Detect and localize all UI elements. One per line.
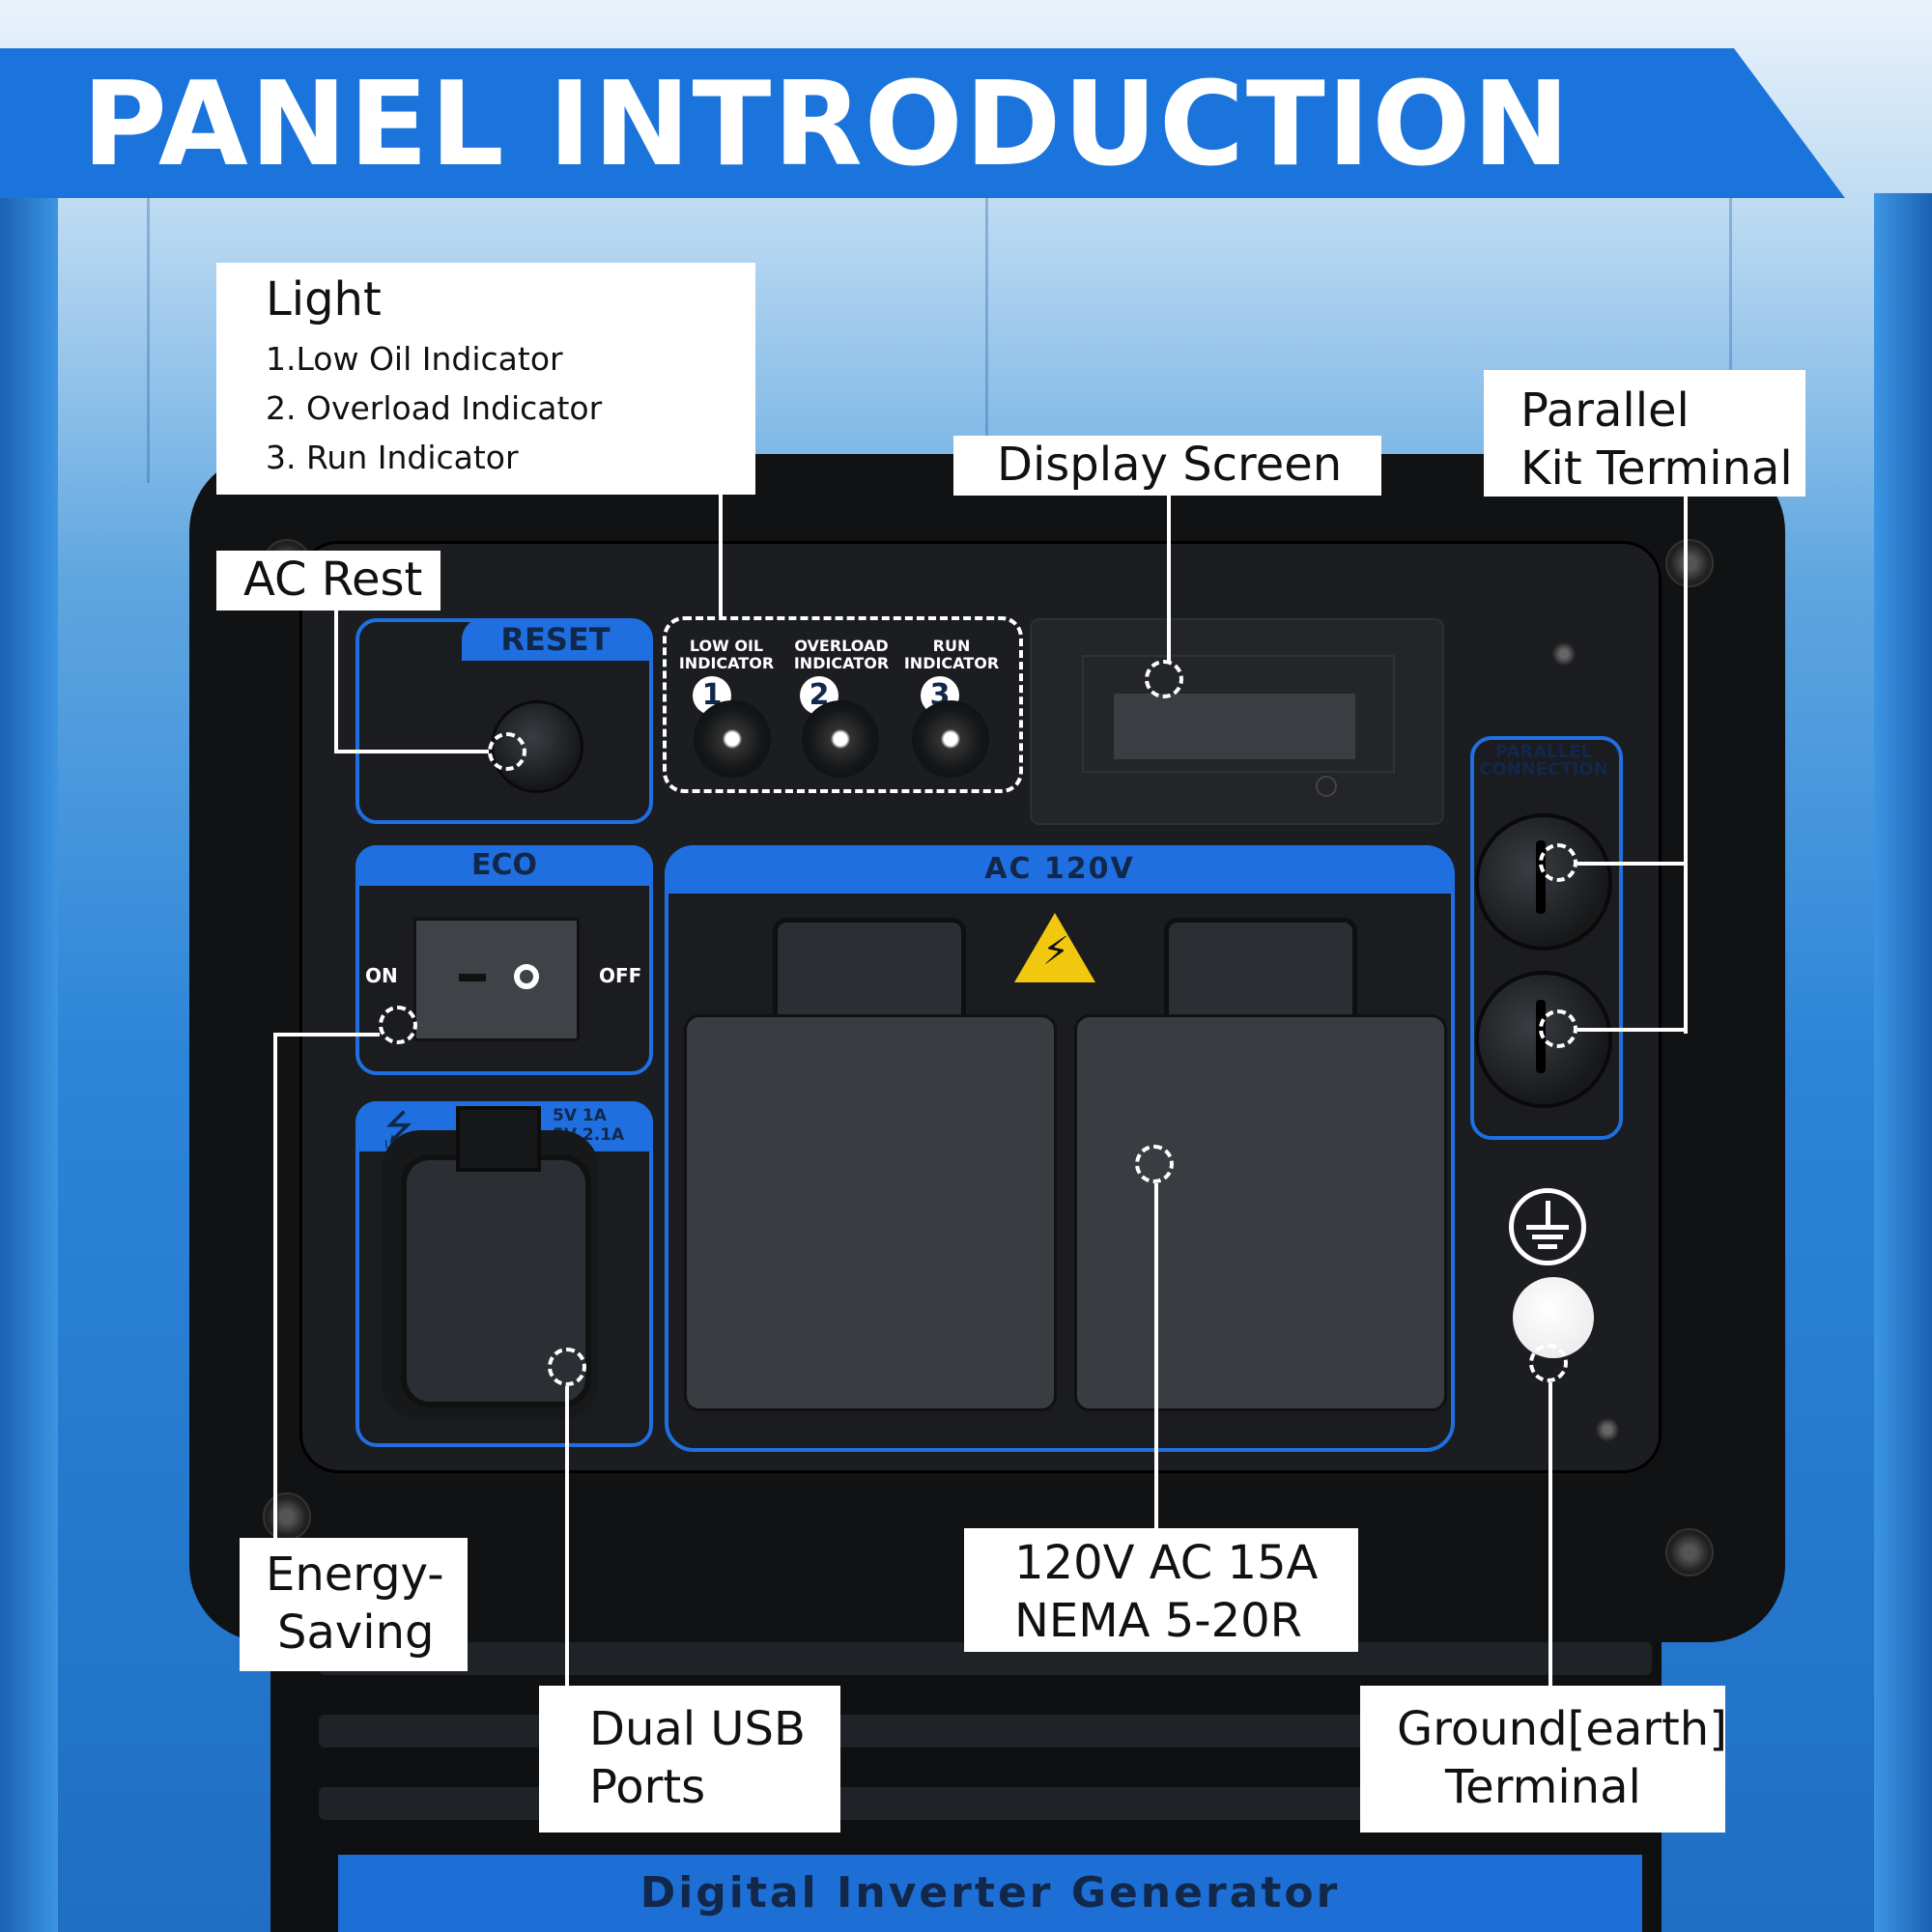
parallel-terminal-1[interactable]: [1475, 813, 1612, 951]
callout-light-item: 3. Run Indicator: [266, 439, 519, 476]
leader-line: [334, 750, 489, 753]
callout-light-item: 2. Overload Indicator: [266, 389, 603, 427]
indicator-group: [663, 616, 1023, 793]
generator-side-right: [1874, 193, 1932, 1932]
display-screen-bezel: [1082, 655, 1395, 773]
callout-dual-usb-line2: Ports: [589, 1760, 706, 1814]
switch-off-label: OFF: [599, 964, 642, 987]
title-banner: [0, 48, 1845, 198]
screw-icon: [1665, 1528, 1714, 1577]
callout-ground-line1: Ground[earth]: [1397, 1702, 1727, 1756]
leader-line: [1167, 493, 1171, 662]
target-marker-display: [1145, 660, 1183, 698]
screw-icon: [1665, 539, 1714, 587]
ac-outlet-cover-right[interactable]: [1074, 1014, 1447, 1411]
callout-display-screen: Display Screen: [953, 436, 1381, 496]
eco-label: ECO: [355, 845, 653, 886]
callout-ac-reset: AC Rest: [216, 551, 440, 611]
callout-ac-outlet-line2: NEMA 5-20R: [1014, 1594, 1303, 1648]
callout-ground-line2: Terminal: [1445, 1760, 1641, 1814]
switch-on-label: ON: [365, 964, 398, 987]
leader-line: [719, 493, 723, 616]
callout-display-screen-text: Display Screen: [997, 438, 1343, 492]
warning-triangle-icon: [1014, 913, 1095, 982]
target-marker-outlet: [1135, 1145, 1174, 1183]
ac-label: AC 120V: [665, 845, 1455, 894]
screw-icon: [1552, 642, 1576, 666]
screw-icon: [263, 1492, 311, 1541]
display-screen: [1114, 694, 1355, 759]
leader-line: [1684, 493, 1688, 1034]
low-oil-indicator-light: [694, 700, 771, 778]
product-name-plate: Digital Inverter Generator: [338, 1855, 1642, 1932]
eco-switch[interactable]: [413, 918, 580, 1041]
indicator-label-low-oil: LOW OIL INDICATOR: [678, 637, 775, 672]
body-seam: [147, 193, 150, 483]
callout-light: [216, 263, 755, 495]
page-title: PANEL INTRODUCTION: [82, 58, 1572, 192]
target-marker-eco: [379, 1006, 417, 1044]
leader-line: [273, 1033, 380, 1037]
callout-dual-usb: Dual USB Ports: [539, 1686, 840, 1833]
usb-cover-tab[interactable]: [456, 1106, 541, 1172]
indicator-label-overload: OVERLOAD INDICATOR: [793, 637, 890, 672]
overload-indicator-light: [802, 700, 879, 778]
target-marker-reset: [488, 732, 526, 771]
generator-side-left: [0, 193, 58, 1932]
callout-ac-outlet-line1: 120V AC 15A: [1014, 1536, 1319, 1590]
outlet-hinge: [1164, 918, 1357, 1029]
callout-energy-saving: Energy- Saving: [240, 1538, 468, 1671]
callout-energy-saving-line2: Saving: [277, 1605, 435, 1660]
callout-parallel-kit-line1: Parallel: [1520, 384, 1690, 438]
ac-outlet-cover-left[interactable]: [684, 1014, 1057, 1411]
switch-on-mark-icon: [459, 974, 486, 981]
target-marker-usb: [548, 1348, 586, 1386]
leader-line: [1154, 1183, 1158, 1531]
indicator-label-run: RUN INDICATOR: [903, 637, 1000, 672]
leader-line: [334, 603, 338, 753]
callout-parallel-kit: Parallel Kit Terminal: [1484, 370, 1805, 497]
callout-dual-usb-line1: Dual USB: [589, 1702, 806, 1756]
parallel-label: PARALLEL CONNECTION: [1479, 742, 1608, 780]
callout-light-item: 1.Low Oil Indicator: [266, 340, 563, 378]
callout-parallel-kit-line2: Kit Terminal: [1520, 441, 1793, 496]
switch-off-mark-icon: [514, 964, 539, 989]
ground-symbol-icon: [1509, 1188, 1586, 1265]
ground-symbol-stem: [1546, 1201, 1550, 1226]
callout-energy-saving-line1: Energy-: [266, 1548, 444, 1602]
body-seam: [985, 193, 988, 483]
ground-symbol-bar: [1538, 1244, 1557, 1249]
leader-line: [1577, 1028, 1686, 1032]
reset-label: RESET: [462, 618, 649, 661]
target-marker-parallel-2: [1539, 1009, 1577, 1048]
leader-line: [1577, 862, 1686, 866]
callout-ground: Ground[earth] Terminal: [1360, 1686, 1727, 1833]
leader-line: [273, 1033, 277, 1540]
target-marker-parallel-1: [1539, 843, 1577, 882]
callout-light-title: Light: [266, 272, 382, 327]
callout-ac-outlet: 120V AC 15A NEMA 5-20R: [964, 1528, 1358, 1652]
leader-line: [565, 1386, 569, 1686]
body-seam: [1729, 193, 1732, 483]
ground-symbol-bar: [1526, 1225, 1569, 1230]
lightning-bolt-icon: ⚡: [1042, 929, 1070, 974]
terminal-slot: [1536, 840, 1546, 914]
outlet-hinge: [773, 918, 966, 1029]
usb-rating-1a: 5V 1A: [553, 1106, 607, 1125]
callout-ac-reset-text: AC Rest: [243, 553, 423, 607]
target-marker-ground: [1529, 1344, 1568, 1382]
display-button[interactable]: [1316, 776, 1337, 797]
screw-icon: [1596, 1418, 1619, 1441]
ground-symbol-bar: [1532, 1235, 1563, 1239]
leader-line: [1548, 1382, 1552, 1687]
run-indicator-light: [912, 700, 989, 778]
